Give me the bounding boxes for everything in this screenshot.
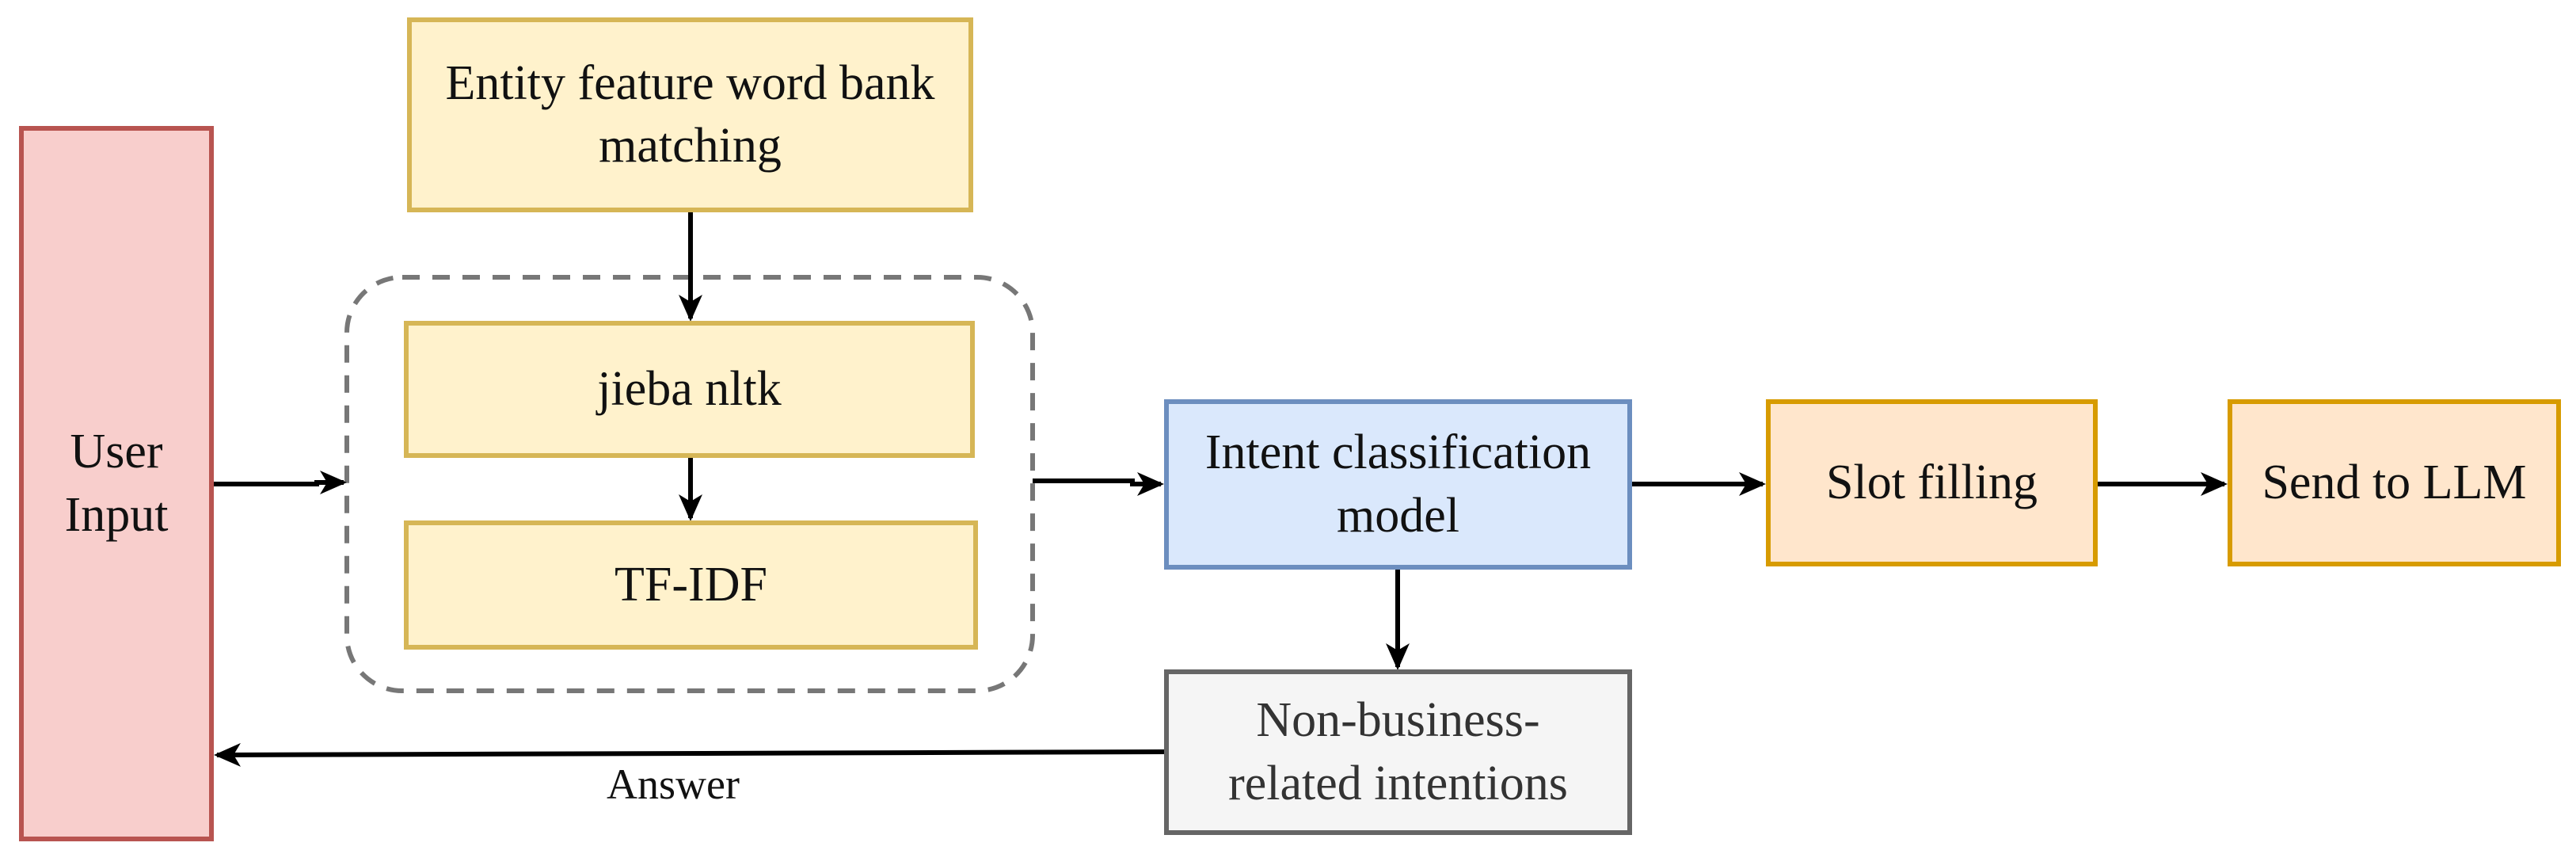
- intent-label-line2: model: [1337, 488, 1459, 543]
- user-input-box: User Input: [19, 126, 214, 841]
- arrow-nonbiz-to-user: [214, 742, 1165, 767]
- intent-classification-box: Intent classification model: [1164, 399, 1632, 570]
- intent-label-line1: Intent classification: [1204, 425, 1592, 480]
- jieba-nltk-label: jieba nltk: [597, 361, 782, 416]
- user-input-label-line2: Input: [64, 487, 169, 542]
- slot-filling-box: Slot filling: [1766, 399, 2098, 566]
- tf-idf-box: TF-IDF: [404, 520, 978, 650]
- jieba-nltk-box: jieba nltk: [404, 321, 975, 458]
- send-to-llm-box: Send to LLM: [2228, 399, 2561, 566]
- non-business-intentions-box: Non-business- related intentions: [1164, 669, 1632, 835]
- send-to-llm-label: Send to LLM: [2262, 455, 2527, 509]
- arrow-user-to-group: [214, 471, 347, 494]
- tf-idf-label: TF-IDF: [615, 557, 767, 612]
- entity-bank-label-line2: matching: [599, 119, 782, 173]
- entity-word-bank-box: Entity feature word bank matching: [407, 17, 973, 212]
- answer-edge-label: Answer: [607, 761, 740, 808]
- user-input-label-line1: User: [70, 425, 163, 479]
- arrow-group-to-intent: [1033, 472, 1164, 496]
- non-business-label-line1: Non-business-: [1256, 693, 1540, 748]
- non-business-label-line2: related intentions: [1228, 756, 1568, 810]
- entity-bank-label-line1: Entity feature word bank: [445, 55, 935, 110]
- slot-filling-label: Slot filling: [1826, 455, 2038, 509]
